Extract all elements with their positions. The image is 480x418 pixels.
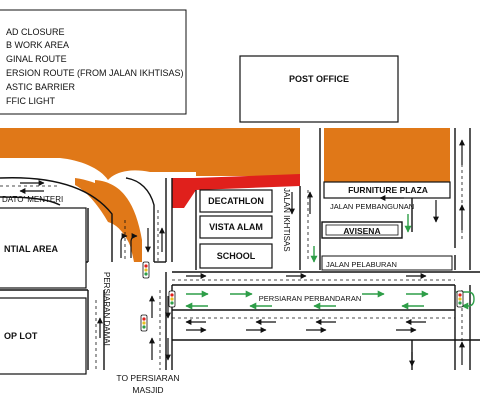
school: SCHOOL bbox=[199, 243, 273, 269]
post-office: POST OFFICE bbox=[239, 55, 399, 123]
road-closure bbox=[172, 174, 300, 208]
decathlon: DECATHLON bbox=[199, 189, 273, 213]
furniture-plaza-label: FURNITURE PLAZA bbox=[348, 185, 428, 195]
vista-alam: VISTA ALAM bbox=[199, 215, 273, 239]
traffic-light-icon bbox=[140, 314, 148, 332]
persiaran-perbandaran-label: PERSIARAN PERBANDARAN bbox=[259, 294, 362, 303]
post-office-label: POST OFFICE bbox=[289, 74, 349, 84]
shop-lot-label: OP LOT bbox=[4, 331, 38, 341]
traffic-light-icon bbox=[456, 290, 464, 308]
legend-work-area-label: B WORK AREA bbox=[6, 40, 69, 50]
work-area bbox=[0, 128, 450, 262]
original-route-turn-arrow bbox=[120, 233, 128, 258]
traffic-lights bbox=[140, 261, 464, 332]
traffic-light-icon bbox=[168, 290, 176, 308]
legend-original-route-label: GINAL ROUTE bbox=[6, 54, 67, 64]
furniture-plaza: FURNITURE PLAZA bbox=[323, 181, 451, 199]
legend: AD CLOSURE B WORK AREA GINAL ROUTE ERSIO… bbox=[0, 9, 187, 115]
jalan-pelaburan-label: JALAN PELABURAN bbox=[326, 260, 397, 269]
avisena: AVISENA bbox=[321, 221, 403, 239]
pelaburan-block bbox=[321, 255, 453, 271]
legend-frame bbox=[0, 9, 187, 115]
diversion-route-arrows bbox=[185, 214, 475, 310]
legend-diversion-route-label: ERSION ROUTE (FROM JALAN IKHTISAS) bbox=[6, 68, 184, 78]
school-label: SCHOOL bbox=[217, 251, 256, 261]
persiaran-damai-label: PERSIARAN DAMAI bbox=[102, 272, 111, 346]
traffic-light-icon bbox=[142, 261, 150, 279]
original-route-turn-arrow bbox=[130, 233, 138, 258]
original-route-arrows bbox=[19, 139, 465, 367]
shop-lot: OP LOT bbox=[0, 297, 87, 375]
avisena-label: AVISENA bbox=[343, 226, 380, 236]
road-edges bbox=[0, 128, 480, 370]
jalan-ikhtisas-label: JALAN IKHTISAS bbox=[282, 188, 291, 252]
work-area-curve bbox=[75, 178, 141, 262]
residential-area-label: NTIAL AREA bbox=[4, 244, 59, 254]
decathlon-label: DECATHLON bbox=[208, 196, 264, 206]
legend-traffic-light-label: FFIC LIGHT bbox=[6, 96, 56, 106]
to-persiaran-masjid-line2: MASJID bbox=[132, 385, 163, 395]
lane-dashes bbox=[0, 140, 463, 370]
work-area-furniture-block bbox=[324, 128, 450, 182]
diversion-u-turn-arrow bbox=[456, 291, 475, 310]
jalan-pembangunan-label: JALAN PEMBANGUNAN bbox=[330, 202, 414, 211]
legend-plastic-barrier-label: ASTIC BARRIER bbox=[6, 82, 76, 92]
vista-alam-label: VISTA ALAM bbox=[209, 222, 263, 232]
work-area-curve-2 bbox=[95, 180, 142, 262]
legend-road-closure-label: AD CLOSURE bbox=[6, 27, 65, 37]
dato-menteri-label: DATO' MENTERI bbox=[2, 195, 63, 204]
work-area-top bbox=[0, 128, 300, 180]
to-persiaran-masjid-line1: TO PERSIARAN bbox=[116, 373, 179, 383]
residential-area: NTIAL AREA bbox=[0, 207, 87, 289]
